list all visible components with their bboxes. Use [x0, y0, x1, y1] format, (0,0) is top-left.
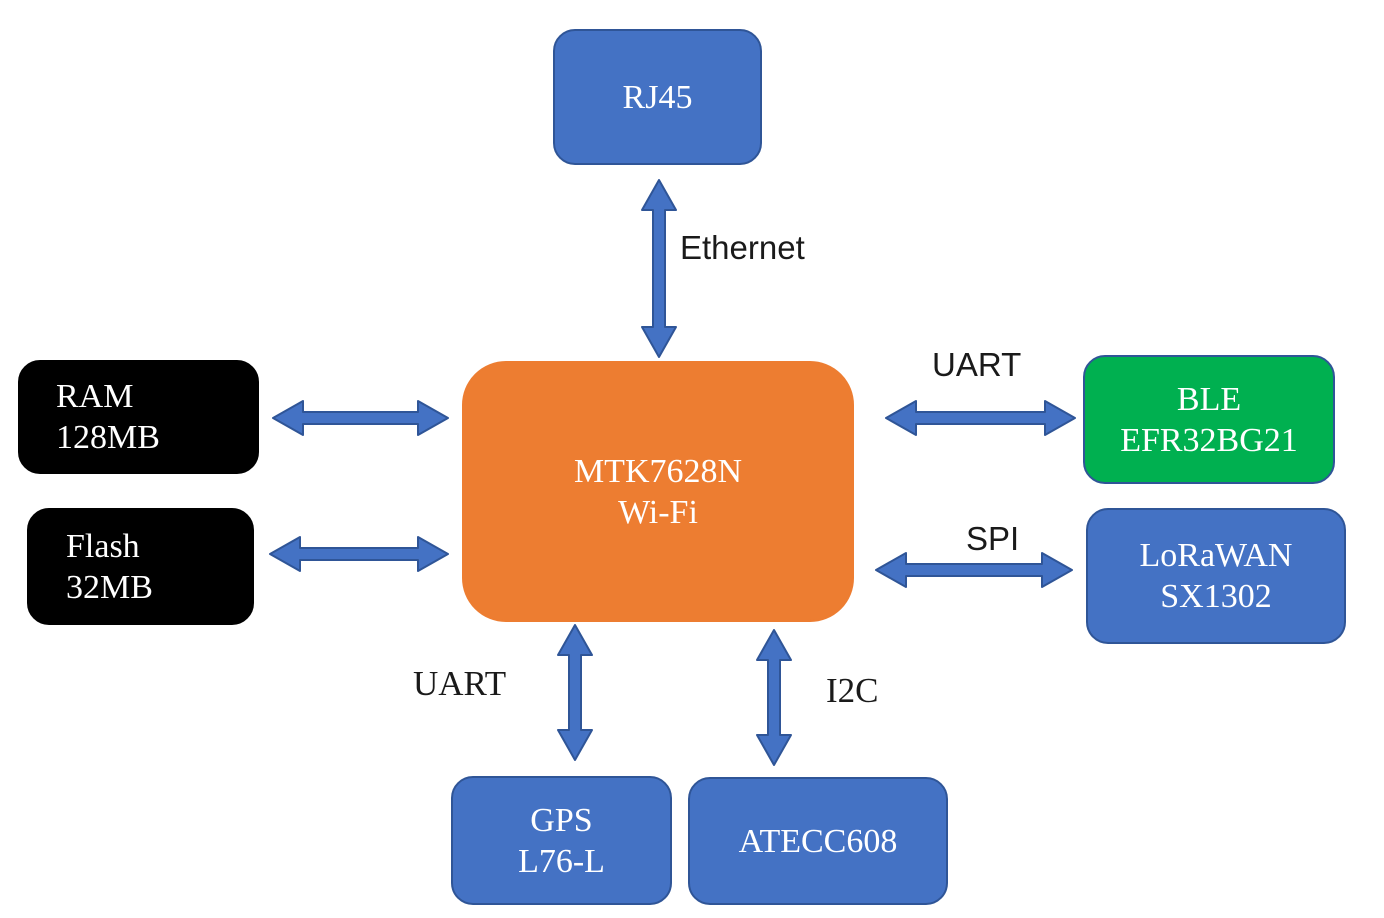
lorawan-block: LoRaWAN SX1302 — [1086, 508, 1346, 644]
spi-link-label: SPI — [966, 520, 1020, 557]
flash-label: Flash — [66, 527, 140, 565]
flash-size-label: 32MB — [66, 568, 153, 606]
flash-block: Flash 32MB — [27, 508, 254, 625]
ble-chip-label: EFR32BG21 — [1120, 421, 1298, 459]
i2c-link-label: I2C — [826, 671, 879, 710]
lorawan-chip-label: SX1302 — [1160, 578, 1272, 615]
gps-chip-label: L76-L — [518, 842, 605, 880]
atecc608-block: ATECC608 — [688, 777, 948, 905]
ram-arrow — [272, 400, 449, 436]
ram-label: RAM — [56, 378, 134, 415]
uart-gps-link-label: UART — [413, 664, 507, 703]
ble-label: BLE — [1176, 380, 1242, 418]
spi-arrow — [875, 552, 1073, 588]
ble-arrow — [885, 400, 1076, 436]
ethernet-link-label: Ethernet — [680, 229, 805, 266]
ethernet-arrow — [641, 179, 677, 358]
gps-uart-arrow — [557, 624, 593, 761]
ram-size-label: 128MB — [56, 419, 160, 456]
ram-block: RAM 128MB — [18, 360, 259, 474]
atecc608-label: ATECC608 — [738, 822, 898, 860]
rj45-block: RJ45 — [553, 29, 762, 165]
ble-block: BLE EFR32BG21 — [1083, 355, 1335, 484]
gps-block: GPS L76-L — [451, 776, 672, 905]
uart-ble-link-label: UART — [932, 346, 1022, 383]
mtk7628n-label: MTK7628N — [573, 452, 743, 490]
flash-arrow — [269, 536, 449, 572]
i2c-arrow — [756, 629, 792, 766]
rj45-label: RJ45 — [622, 78, 693, 116]
gps-label: GPS — [530, 801, 593, 839]
wifi-label: Wi-Fi — [618, 493, 698, 531]
lorawan-label: LoRaWAN — [1139, 537, 1293, 574]
mtk7628n-block: MTK7628N Wi-Fi — [462, 361, 854, 622]
